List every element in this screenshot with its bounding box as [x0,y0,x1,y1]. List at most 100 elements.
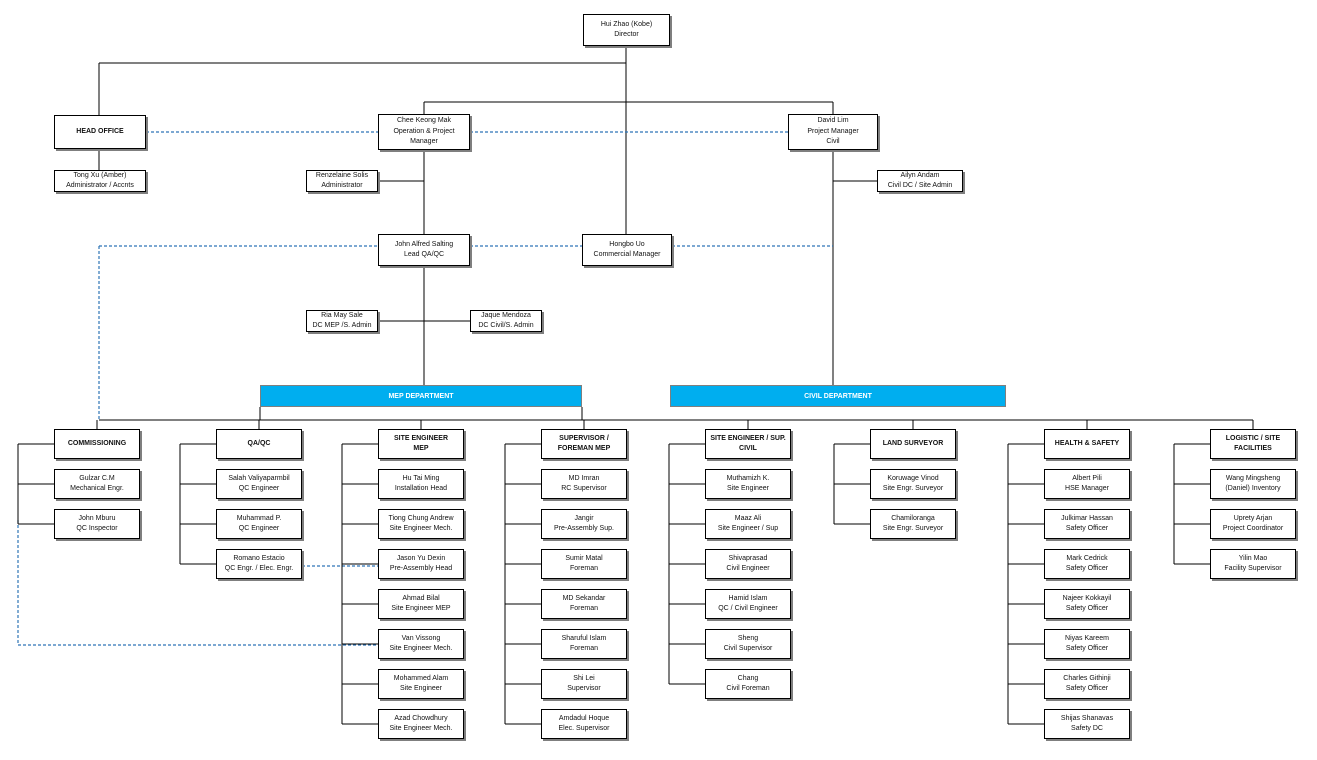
director-title: Director [614,31,639,38]
staff-name: Muthamizh K. [726,474,770,482]
staff-title: Site Engineer [726,485,770,492]
qaqc-lead-title: Lead QA/QC [403,251,445,258]
group-header-supervisor-foreman-mep: SUPERVISOR / FOREMAN MEP [541,429,627,459]
staff-name: Charles Githinji [1063,674,1111,682]
operations-manager-box: Chee Keong Mak Operation & Project Manag… [378,114,470,150]
staff-name: Jangir [574,514,594,522]
staff-title: Site Engr. Surveyor [882,485,944,492]
operations-manager-title: Operation & Project [393,127,455,135]
group-header-line: QA/QC [247,439,271,447]
staff-title: Safety Officer [1065,685,1109,692]
staff-name: Albert Pili [1072,474,1102,482]
commercial-manager-box: Hongbo Uo Commercial Manager [582,234,672,266]
staff-name: Van Vissong [401,634,441,642]
group-header-land-surveyor: LAND SURVEYOR [870,429,956,459]
staff-title: Installation Head [394,485,448,492]
staff-name: John Mburu [78,514,116,522]
staff-name: Niyas Kareem [1065,634,1109,642]
staff-title: Safety Officer [1065,525,1109,532]
group-header-line: SITE ENGINEER / SUP. [710,434,786,442]
head-office-staff-name: Tong Xu (Amber) [73,171,127,179]
staff-title: Facility Supervisor [1224,565,1282,572]
group-header-line: COMMISSIONING [67,439,127,447]
project-manager-title: Project Manager [807,127,859,135]
dc-civil-name: Jaque Mendoza [481,311,531,319]
staff-title: Project Coordinator [1222,525,1284,532]
staff-name: Muhammad P. [236,514,282,522]
group-header-commissioning: COMMISSIONING [54,429,140,459]
director-box: Hui Zhao (Kobe) Director [583,14,670,46]
staff-title: RC Supervisor [561,485,607,492]
staff-name: Maaz Ali [734,514,762,522]
staff-title: Safety Officer [1065,645,1109,652]
group-header-line: CIVIL [739,445,757,452]
staff-title: Pre-Assembly Sup. [554,525,614,532]
group-header-line: FACILITIES [1234,445,1272,452]
staff-title: Pre-Assembly Head [389,565,453,572]
staff-title: Supervisor [567,685,601,692]
staff-title: Safety DC [1071,725,1103,732]
staff-name: MD Imran [568,474,600,482]
civil-admin-title: Civil DC / Site Admin [887,182,953,189]
operations-admin-box: Renzelaine Solis Administrator [306,170,378,192]
staff-name: Shijas Shanavas [1060,714,1114,722]
staff-name: MD Sekandar [562,594,606,602]
staff-title: Mechanical Engr. [70,485,124,492]
staff-box: MD Imran RC Supervisor [541,469,627,499]
staff-title: HSE Manager [1065,485,1109,492]
mep-department-banner: MEP DEPARTMENT [260,385,582,407]
group-header-line: SUPERVISOR / [559,434,609,442]
staff-title: Safety Officer [1065,565,1109,572]
staff-title: Civil Engineer [726,565,770,572]
dc-civil-title: DC Civil/S. Admin [478,322,534,329]
group-header-line: LAND SURVEYOR [882,439,944,447]
staff-name: Ahmad Bilal [402,594,440,602]
dc-mep-box: Ria May Sale DC MEP /S. Admin [306,310,378,332]
project-manager-title-2: Civil [826,138,840,146]
staff-title: Civil Supervisor [723,645,773,652]
staff-name: Julkimar Hassan [1061,514,1113,522]
staff-name: Chang [737,674,759,682]
staff-title: QC Engineer [238,525,280,532]
group-header-qa-qc: QA/QC [216,429,302,459]
staff-title: Elec. Supervisor [558,725,610,732]
staff-box: Muhammad P. QC Engineer [216,509,302,539]
staff-title: Foreman [569,565,598,572]
staff-name: Chamiloranga [891,514,935,522]
staff-title: QC / Civil Engineer [718,605,778,612]
staff-name: Wang Mingsheng [1225,474,1281,482]
group-header-line: MEP [413,445,429,452]
staff-name: Azad Chowdhury [394,714,448,722]
staff-name: Tiong Chung Andrew [388,514,454,522]
staff-name: Jason Yu Dexin [396,554,446,562]
group-header-line: FOREMAN MEP [557,445,611,452]
head-office-staff-title: Administrator / Accnts [66,182,134,189]
staff-box: Wang Mingsheng(Daniel) Inventory [1210,469,1296,499]
staff-name: Najeer Kokkayil [1062,594,1112,602]
staff-title: Site Engineer Mech. [389,525,453,532]
dc-mep-name: Ria May Sale [321,311,363,319]
